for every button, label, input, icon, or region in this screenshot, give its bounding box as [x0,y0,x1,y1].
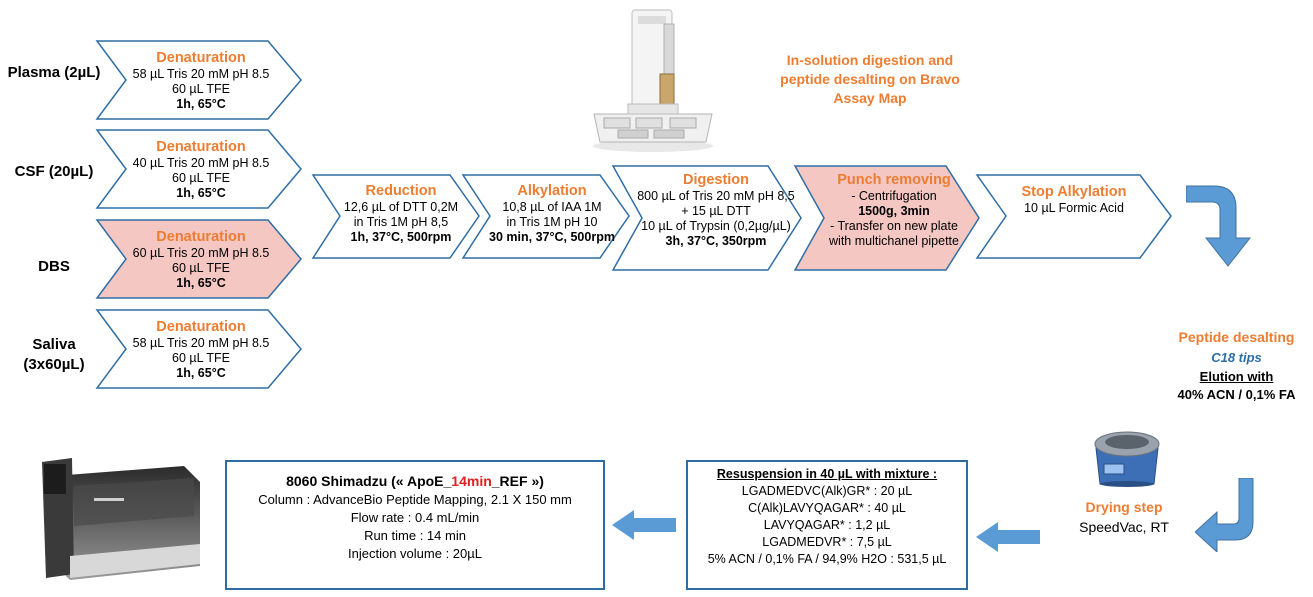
resuspension-line: 5% ACN / 0,1% FA / 94,9% H2O : 531,5 µL [707,552,947,566]
resuspension-line: LAVYQAGAR* : 1,2 µL [763,518,891,532]
lcms-title-prefix: 8060 Shimadzu (« ApoE_ [286,473,452,489]
step-line: 60 µL TFE [172,351,230,365]
reduction-step: Reduction 12,6 µL of DTT 0,2M in Tris 1M… [311,174,480,259]
chevron-shape [95,219,302,299]
step-line: 58 µL Tris 20 mM pH 8.5 [132,67,270,81]
caption-line: In-solution digestion and [786,52,954,68]
drying-step-block: Drying step SpeedVac, RT [1058,497,1190,537]
step-line: 60 µL TFE [172,171,230,185]
step-line: 10 µL of Trypsin (0,2µg/µL) [641,219,791,233]
lcms-line: Column : AdvanceBio Peptide Mapping, 2.1… [258,492,572,507]
desalting-title: Peptide desalting [1178,329,1295,345]
step-title: Stop Alkylation [1021,184,1127,200]
chevron-shape [461,174,630,259]
step-title: Denaturation [156,50,246,66]
step-line: 10 µL Formic Acid [1024,201,1124,215]
step-line: - Transfer on new plate [830,219,958,233]
lcms-line: Run time : 14 min [364,528,466,543]
denaturation-step-saliva: Denaturation 58 µL Tris 20 mM pH 8.5 60 … [95,309,302,389]
step-title: Digestion [682,172,750,188]
step-line: 10,8 µL of IAA 1M [502,200,602,214]
step-condition: 1h, 65°C [176,366,226,380]
caption-line: peptide desalting on Bravo [780,71,960,87]
step-line: + 15 µL DTT [681,204,751,218]
curved-arrow-left-icon [1194,477,1257,554]
step-title: Punch removing [837,172,951,188]
lcms-title-method: 14min [451,473,492,489]
step-title: Denaturation [156,319,246,335]
step-title: Denaturation [156,139,246,155]
step-condition: 1h, 65°C [176,186,226,200]
denaturation-step-plasma: Denaturation 58 µL Tris 20 mM pH 8.5 60 … [95,40,302,120]
step-condition: 1h, 37°C, 500rpm [350,230,452,244]
step-title: Alkylation [517,183,587,199]
shimadzu-instrument-image [34,446,204,592]
step-line: 60 µL TFE [172,261,230,275]
chevron-shape [95,309,302,389]
drying-subtitle: SpeedVac, RT [1079,519,1169,535]
alkylation-step: Alkylation 10,8 µL of IAA 1M in Tris 1M … [461,174,630,259]
resuspension-line: LGADMEDVC(Alk)GR* : 20 µL [741,484,913,498]
step-title: Denaturation [156,229,246,245]
drying-title: Drying step [1085,499,1163,515]
lcms-title-suffix: _REF ») [491,473,544,489]
desalting-subtitle: C18 tips [1211,350,1262,365]
sample-label-csf: CSF (20µL) [14,163,94,180]
step-line: 40 µL Tris 20 mM pH 8.5 [132,156,270,170]
bravo-instrument-image [588,4,718,154]
step-line: 12,6 µL of DTT 0,2M [343,200,459,214]
resuspension-title: Resuspension in 40 µL with mixture : [716,467,938,481]
elution-value: 40% ACN / 0,1% FA [1177,387,1296,402]
step-condition: 1500g, 3min [858,204,930,218]
bravo-caption: In-solution digestion and peptide desalt… [760,51,980,108]
step-line: with multichanel pipette [829,234,959,248]
sample-label-saliva: Saliva (3x60µL) [23,336,85,373]
peptide-desalting-block: Peptide desalting C18 tips Elution with … [1160,326,1313,404]
step-title: Reduction [365,183,437,199]
chevron-shape [95,40,302,120]
arrow-left-icon [976,522,1040,552]
lcms-title: 8060 Shimadzu (« ApoE_14min_REF ») [227,471,603,491]
step-line: 60 µL Tris 20 mM pH 8.5 [132,246,270,260]
step-line: in Tris 1M pH 10 [506,215,598,229]
stop-alkylation-step: Stop Alkylation 10 µL Formic Acid [975,174,1172,259]
elution-label: Elution with [1199,369,1274,384]
punch-removing-step: Punch removing - Centrifugation 1500g, 3… [793,165,980,271]
chevron-shape [793,165,980,271]
sample-label-plasma: Plasma (2µL) [7,64,101,81]
lcms-line: Flow rate : 0.4 mL/min [350,510,480,525]
digestion-step: Digestion 800 µL of Tris 20 mM pH 8,5 + … [611,165,802,271]
step-condition: 1h, 65°C [176,97,226,111]
lcms-line: Injection volume : 20µL [348,546,482,561]
step-line: in Tris 1M pH 8,5 [353,215,449,229]
step-condition: 30 min, 37°C, 500rpm [489,230,615,244]
denaturation-step-dbs: Denaturation 60 µL Tris 20 mM pH 8.5 60 … [95,219,302,299]
arrow-left-icon [612,510,676,540]
resuspension-box: Resuspension in 40 µL with mixture : LGA… [686,460,968,590]
step-line: 800 µL of Tris 20 mM pH 8,5 [637,189,795,203]
step-line: 58 µL Tris 20 mM pH 8.5 [132,336,270,350]
chevron-shape [95,129,302,209]
step-condition: 3h, 37°C, 350rpm [665,234,767,248]
chevron-shape [311,174,480,259]
step-line: - Centrifugation [851,189,937,203]
sample-label-dbs: DBS [38,258,70,275]
curved-arrow-down-icon [1185,180,1256,270]
resuspension-line: C(Alk)LAVYQAGAR* : 40 µL [748,501,906,515]
resuspension-line: LGADMEDVR* : 7,5 µL [762,535,892,549]
chevron-shape [611,165,802,271]
speedvac-image [1090,424,1164,488]
step-line: 60 µL TFE [172,82,230,96]
lcms-method-box: 8060 Shimadzu (« ApoE_14min_REF ») Colum… [225,460,605,590]
caption-line: Assay Map [833,90,907,106]
denaturation-step-csf: Denaturation 40 µL Tris 20 mM pH 8.5 60 … [95,129,302,209]
step-condition: 1h, 65°C [176,276,226,290]
chevron-shape [975,174,1172,259]
